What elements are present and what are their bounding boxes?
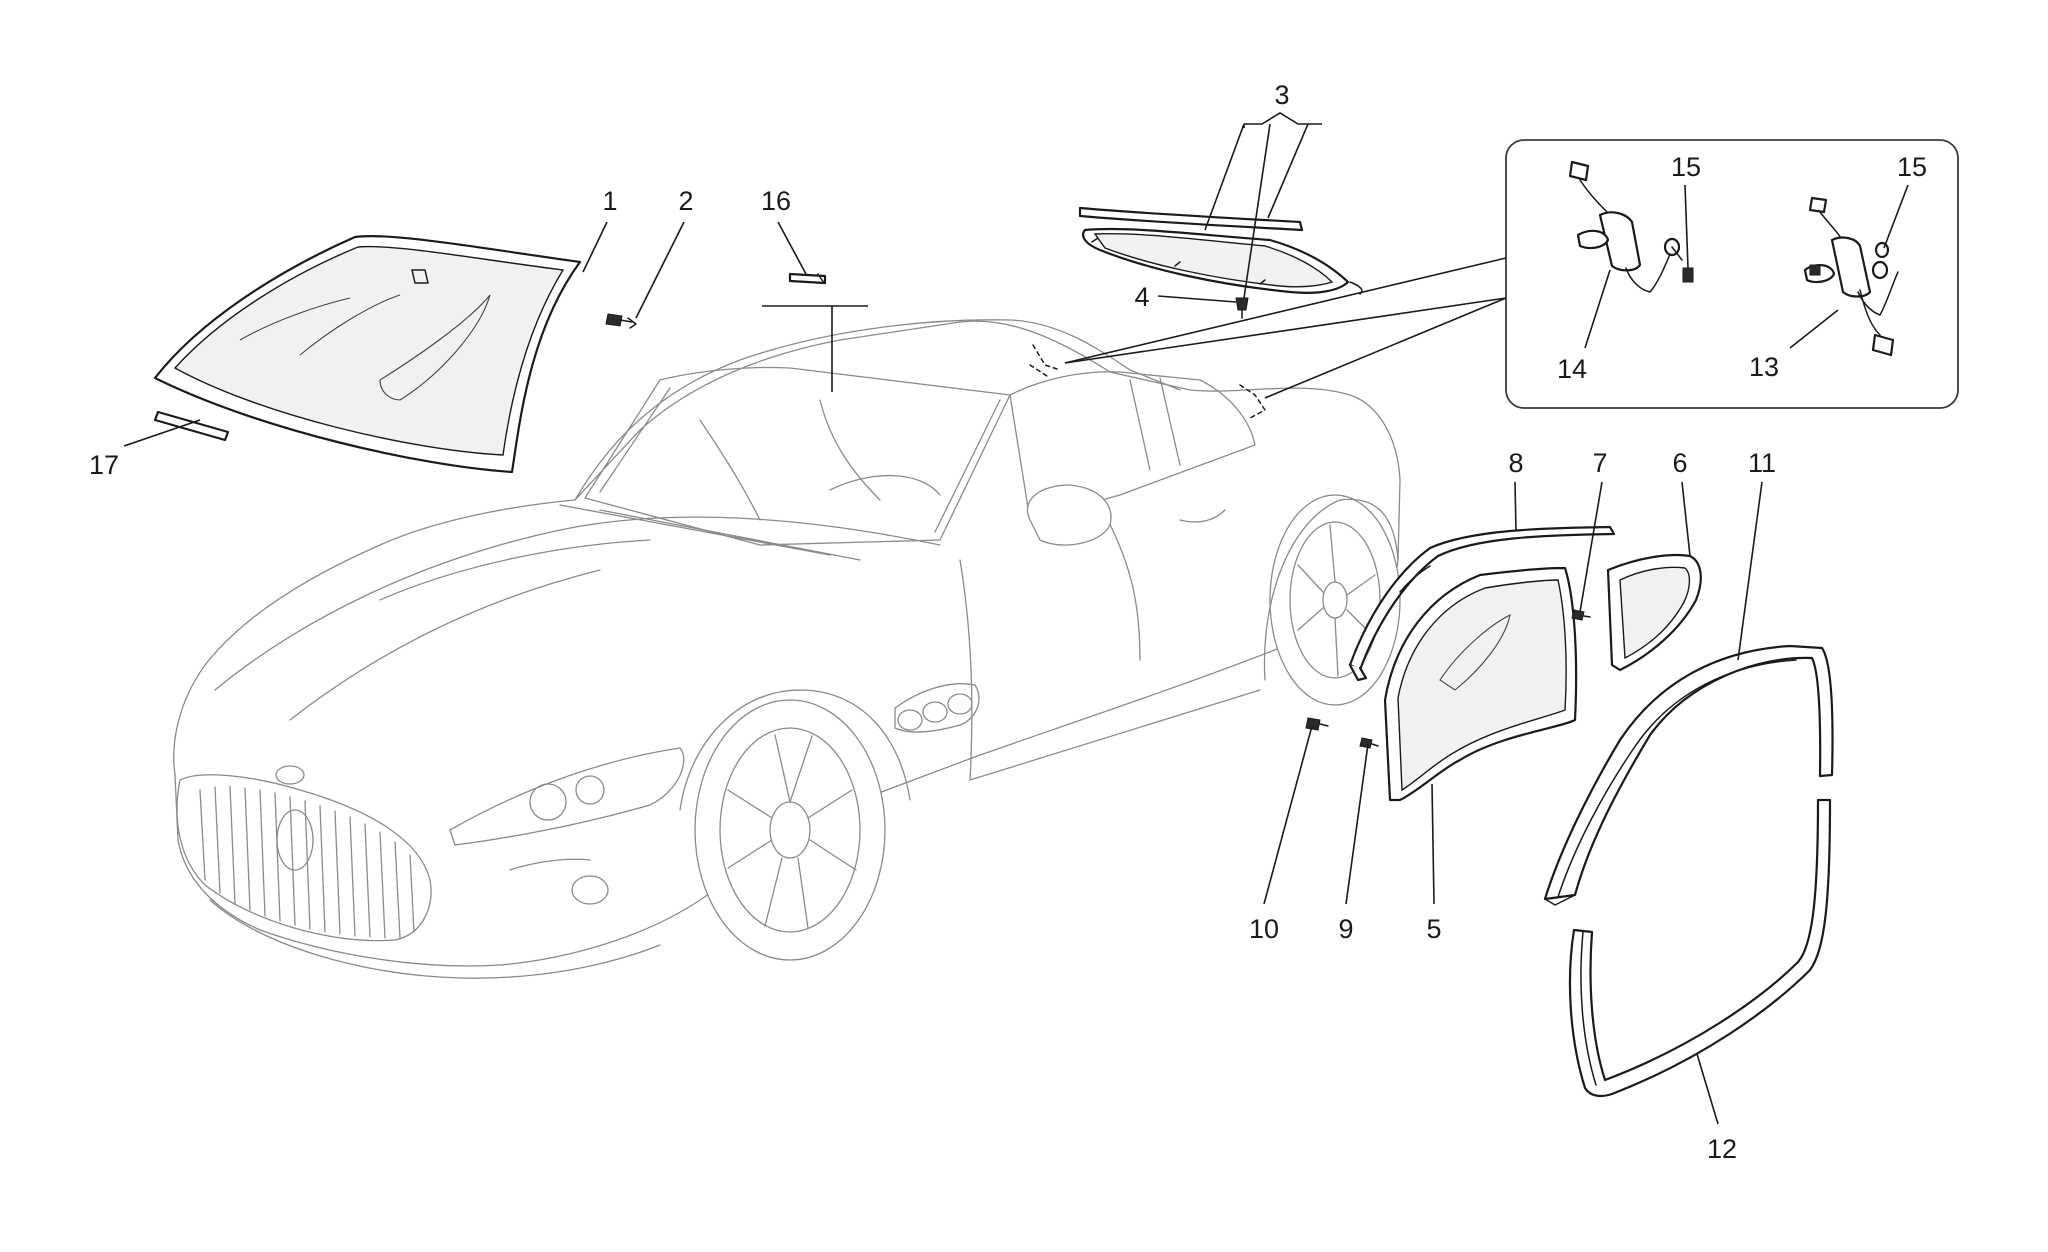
door-glass-part xyxy=(1383,566,1578,802)
callout-4: 4 xyxy=(1134,282,1149,312)
callout-8: 8 xyxy=(1508,448,1523,478)
windscreen-part xyxy=(153,234,582,474)
callout-17: 17 xyxy=(89,450,119,480)
callout-labels: 1 2 3 4 5 6 7 8 9 10 11 12 13 14 15 15 1… xyxy=(89,80,1927,1164)
roof-fastener-part xyxy=(1235,297,1249,319)
door-frame-trim-part xyxy=(1348,525,1616,682)
roof-trim-part xyxy=(1078,206,1304,232)
callout-15-left: 15 xyxy=(1671,152,1701,182)
callout-10: 10 xyxy=(1249,914,1279,944)
callout-5: 5 xyxy=(1426,914,1441,944)
windscreen-strip-part xyxy=(153,410,230,442)
door-glass-fastener-parts xyxy=(1305,717,1379,749)
callout-1: 1 xyxy=(602,186,617,216)
callout-15-right: 15 xyxy=(1897,152,1927,182)
windscreen-clip-part xyxy=(605,313,637,329)
callout-3: 3 xyxy=(1274,80,1289,110)
callout-9: 9 xyxy=(1338,914,1353,944)
callout-2: 2 xyxy=(678,186,693,216)
callout-16: 16 xyxy=(761,186,791,216)
callout-6: 6 xyxy=(1672,448,1687,478)
callout-11: 11 xyxy=(1748,448,1776,478)
sensor-block-part xyxy=(788,272,827,285)
callout-7: 7 xyxy=(1592,448,1607,478)
callout-13: 13 xyxy=(1749,352,1779,382)
leader-lines xyxy=(123,112,1909,1125)
roof-glass-part xyxy=(1082,227,1363,295)
callout-14: 14 xyxy=(1557,354,1587,384)
callout-12: 12 xyxy=(1707,1134,1737,1164)
quarter-glass-screw-part xyxy=(1571,609,1591,621)
quarter-glass-part xyxy=(1606,553,1702,672)
door-seal-upper-part xyxy=(1543,644,1834,906)
inset-detail-box xyxy=(1064,139,1959,409)
car-outline xyxy=(173,319,1401,979)
door-seal-lower-part xyxy=(1568,798,1832,1098)
mirror-area-bracket xyxy=(762,305,868,392)
